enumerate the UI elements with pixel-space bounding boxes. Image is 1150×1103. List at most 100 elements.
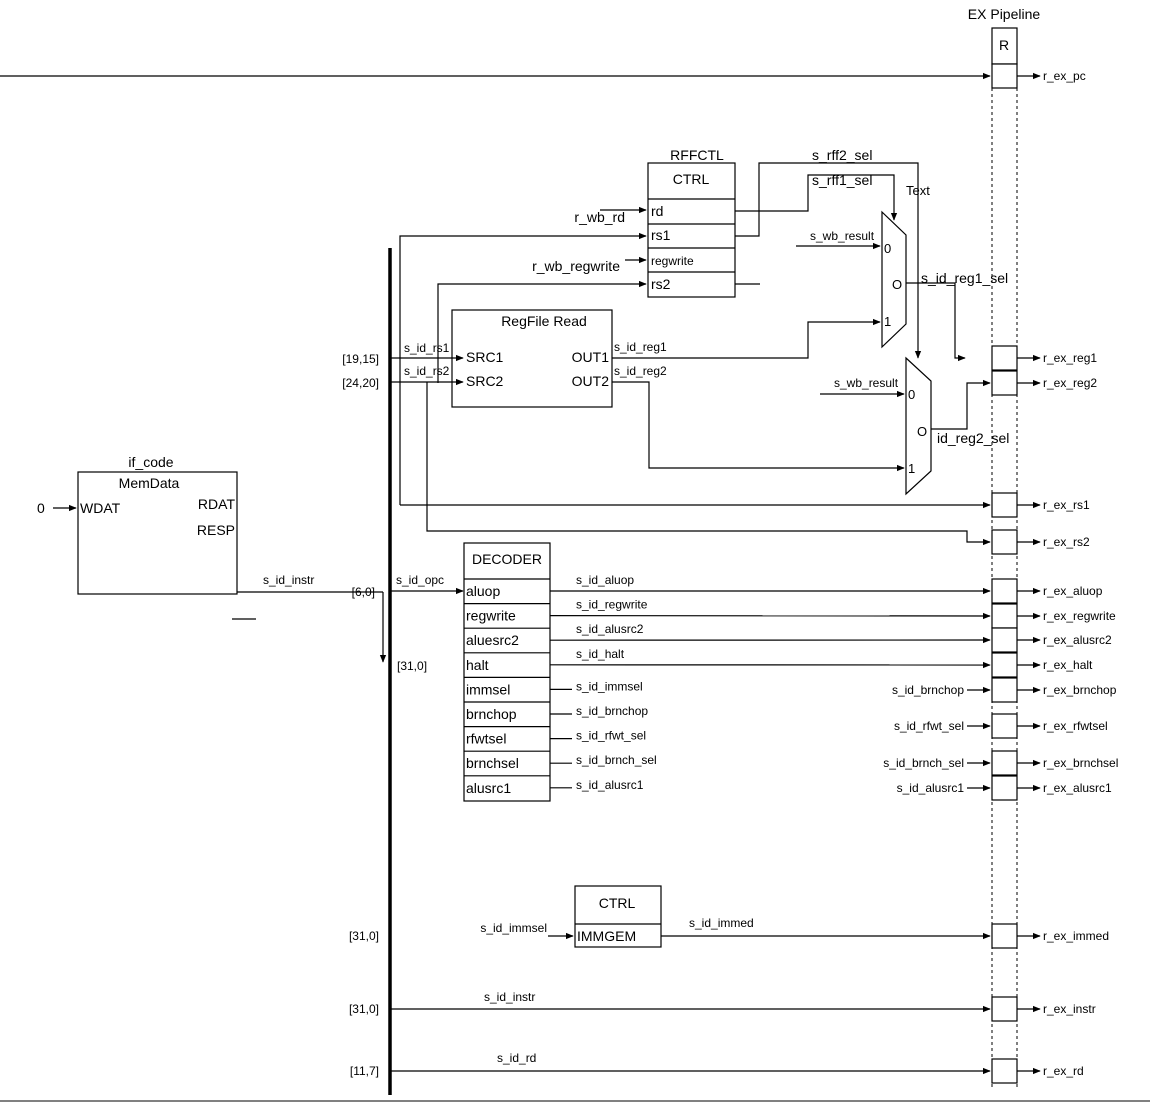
pipeline-register [991,652,1018,678]
decoder-port: regwrite [466,608,516,624]
decoder-port: halt [466,657,489,673]
regfile-src1: SRC1 [466,349,504,365]
regfile-out1: OUT1 [572,349,610,365]
rffctl-port-rs2: rs2 [651,276,671,292]
immgen-block: CTRL IMMGEM [574,885,662,948]
right-input-label: s_id_brnch_sel [883,756,964,770]
memdata-block: if_code MemData WDAT RDAT RESP [77,454,238,595]
slice-6-0: [6,0] [352,585,375,599]
right-input-label: s_id_brnchop [892,683,964,697]
pipeline-register [991,603,1018,629]
decoder-port: brnchop [466,706,517,722]
memdata-header: MemData [119,475,180,491]
slice-24-20: [24,20] [342,376,379,390]
pipeline-header-label: R [999,37,1009,53]
mux-1: 0 1 O [881,210,907,349]
sig-rs2-label: s_id_rs2 [404,364,450,378]
wdat-input-value: 0 [37,500,45,516]
memdata-wdat: WDAT [80,500,121,516]
r-wb-regwrite-label: r_wb_regwrite [532,258,620,274]
memdata-resp: RESP [197,522,235,538]
decoder-signal-label: s_id_alusrc1 [576,778,644,792]
pipeline-register [991,677,1018,703]
right-input-label: s_id_alusrc1 [897,781,965,795]
decoder-port: aluesrc2 [466,632,519,648]
right-inputs: s_id_brnchop s_id_rfwt_sel s_id_brnch_sels… [883,683,991,795]
pipeline-register [991,775,1018,801]
mux1-out: O [892,277,902,292]
pipeline-title: EX Pipeline [968,6,1041,22]
pipeline-output-label: r_ex_reg2 [1043,376,1097,390]
pipeline-register [991,492,1018,518]
pipeline-output-label: r_ex_brnchsel [1043,756,1118,770]
rffctl-port-rd: rd [651,203,663,219]
pipeline-output-label: r_ex_immed [1043,929,1109,943]
pipeline-output-label: r_ex_rfwtsel [1043,719,1108,733]
decoder-signal-label: s_id_immsel [576,679,643,693]
decoder-signal-label: s_id_aluop [576,573,634,587]
pipeline-output-label: r_ex_alusrc2 [1043,633,1112,647]
decoder-signal-label: s_id_regwrite [576,598,648,612]
decoder-signal-label: s_id_halt [576,647,625,661]
decoder-port: brnchsel [466,755,519,771]
mux1-wb-label: s_wb_result [810,229,875,243]
id-reg2-sel-label: id_reg2_sel [937,430,1009,446]
pipeline-output-label: r_ex_rd [1043,1064,1084,1078]
pipeline-register [991,713,1018,739]
regfile-block: RegFile Read SRC1 SRC2 OUT1 OUT2 [451,309,613,408]
rffctl-header: CTRL [673,171,710,187]
mux2-in0: 0 [908,387,915,402]
rffctl-box [647,162,736,298]
pipeline-output-label: r_ex_regwrite [1043,609,1116,623]
slice-31-0-bus: [31,0] [397,659,427,673]
mux-2: 0 1 O [905,356,932,496]
sig-rs1-label: s_id_rs1 [404,341,450,355]
mux2-out: O [917,424,927,439]
decoder-port: immsel [466,681,510,697]
pipeline-register [991,529,1018,555]
text-note: Text [906,183,930,198]
regfile-out2: OUT2 [572,373,610,389]
decoder-port: alusrc1 [466,780,511,796]
decoder-port: rfwtsel [466,731,506,747]
immgen-header: CTRL [599,895,636,911]
instr-label: s_id_instr [263,573,314,587]
regfile-title: RegFile Read [501,313,587,329]
pipeline-output-label: r_ex_brnchop [1043,683,1117,697]
immsel-input-label: s_id_immsel [480,921,547,935]
decoder-signal-label: s_id_rfwt_sel [576,729,646,743]
memdata-title: if_code [128,454,173,470]
immgen-port: IMMGEM [577,928,636,944]
pipeline-register [991,345,1018,371]
mux2-wb-label: s_wb_result [834,376,899,390]
opc-label: s_id_opc [396,573,444,587]
memdata-rdat: RDAT [198,496,236,512]
mux2-in1: 1 [908,461,915,476]
decoder-signal-label: s_id_brnchop [576,704,648,718]
regfile-src2: SRC2 [466,373,504,389]
pipeline-output-label: r_ex_halt [1043,658,1093,672]
id-reg1-sel-label: s_id_reg1_sel [921,270,1008,286]
pipeline-output-label: r_ex_alusrc1 [1043,781,1112,795]
rffctl-block: RFFCTL CTRL rd rs1 regwrite rs2 [647,147,736,298]
decoder-port: aluop [466,583,500,599]
rffctl-port-regwrite: regwrite [651,254,694,268]
ex-pipeline: EX Pipeline R r_ex_pcr_ex_reg1r_ex_reg2r… [968,6,1118,1090]
decoder-signal-label: s_id_alusrc2 [576,622,644,636]
right-input-label: s_id_rfwt_sel [894,719,964,733]
decoder-ports: aluop regwrite aluesrc2 halt immsel brnchop rf… [464,578,550,796]
pipeline-output-label: r_ex_rs1 [1043,498,1090,512]
sig-reg1-label: s_id_reg1 [614,340,667,354]
slice-31-0-imm: [31,0] [349,929,379,943]
decoder-title: DECODER [472,551,542,567]
rffctl-title: RFFCTL [670,147,724,163]
pipeline-register [991,627,1018,653]
immed-label: s_id_immed [689,916,754,930]
pipeline-output-label: r_ex_instr [1043,1002,1096,1016]
decoder-signals: s_id_aluop s_id_regwrite s_id_alusrc2 s_id_… [549,573,991,792]
pipeline-output-label: r_ex_aluop [1043,584,1103,598]
mux1-in1: 1 [884,314,891,329]
pipeline-registers: r_ex_pcr_ex_reg1r_ex_reg2r_ex_rs1r_ex_rs… [991,63,1118,1084]
rff1-sel-label: s_rff1_sel [812,172,872,188]
